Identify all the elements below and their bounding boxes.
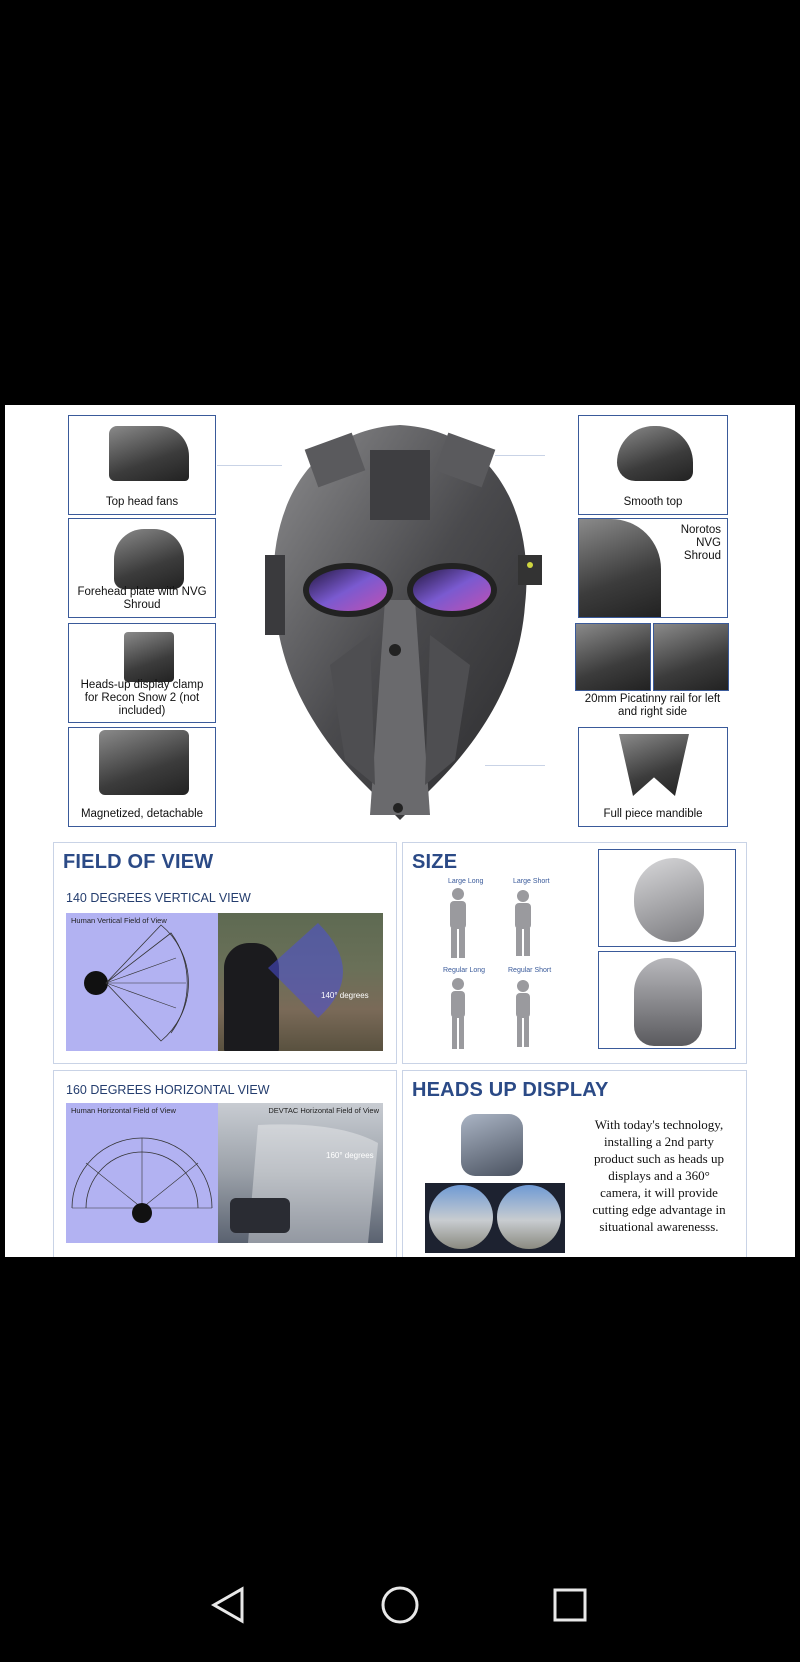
vertical-fov-chart: Human Vertical Field of View xyxy=(66,913,218,1051)
camera-360-image xyxy=(425,1183,565,1253)
part-box-mandible: Full piece mandible xyxy=(578,727,728,827)
magnetized-image xyxy=(99,730,189,795)
mandible-image xyxy=(619,734,689,796)
rail-left-image xyxy=(575,623,651,691)
part-caption: Top head fans xyxy=(105,496,179,508)
fov-horizontal-panel: 160 DEGREES HORIZONTAL VIEW Human Horizo… xyxy=(53,1070,397,1257)
size-label-regular-long: Regular Long xyxy=(443,967,486,974)
connector-line xyxy=(217,465,282,466)
triangle-back-icon xyxy=(210,1586,244,1624)
part-caption: Forehead plate with NVG Shroud xyxy=(77,586,207,611)
size-label-large-short: Large Short xyxy=(513,878,550,885)
vertical-fov-diagram xyxy=(84,924,189,1042)
recents-button[interactable] xyxy=(552,1585,588,1625)
body-size-figures xyxy=(450,888,531,1049)
part-box-top-head-fans: Top head fans xyxy=(68,415,216,515)
head-front-image xyxy=(598,951,736,1049)
part-box-magnetized: Magnetized, detachable xyxy=(68,727,216,827)
size-label-regular-short: Regular Short xyxy=(508,967,552,974)
smooth-top-image xyxy=(617,426,693,481)
hud-device-image xyxy=(461,1114,523,1176)
helmet-illustration xyxy=(265,425,542,820)
part-caption: Full piece mandible xyxy=(603,808,703,820)
size-label-large-long: Large Long xyxy=(448,878,484,885)
size-heading: SIZE xyxy=(412,851,458,873)
part-caption: Smooth top xyxy=(623,496,683,508)
horizontal-photo-label: 160° degrees xyxy=(326,1151,374,1160)
part-box-nvg-shroud: Norotos NVG Shroud xyxy=(578,518,728,618)
part-caption: Heads-up display clamp for Recon Snow 2 … xyxy=(80,679,204,717)
hud-heading: HEADS UP DISPLAY xyxy=(412,1079,609,1101)
circle-home-icon xyxy=(381,1586,419,1624)
fov-heading: FIELD OF VIEW xyxy=(63,851,214,873)
part-box-picatinny-rail: 20mm Picatinny rail for left and right s… xyxy=(575,623,730,727)
vertical-photo-label: 140° degrees xyxy=(321,991,369,1000)
home-button[interactable] xyxy=(380,1585,420,1625)
hud-clamp-image xyxy=(124,632,174,682)
forehead-plate-image xyxy=(114,529,184,589)
part-box-forehead-plate: Forehead plate with NVG Shroud xyxy=(68,518,216,618)
fov-vertical-subhead: 140 DEGREES VERTICAL VIEW xyxy=(66,891,251,905)
size-panel: SIZE Large Long Large Short Regular Long… xyxy=(402,842,747,1064)
rail-right-image xyxy=(653,623,729,691)
back-button[interactable] xyxy=(210,1585,246,1625)
part-box-hud-clamp: Heads-up display clamp for Recon Snow 2 … xyxy=(68,623,216,723)
head-side-image xyxy=(598,849,736,947)
nvg-shroud-image xyxy=(579,519,661,617)
horizontal-chart-title: Human Horizontal Field of View xyxy=(71,1106,176,1115)
part-box-smooth-top: Smooth top xyxy=(578,415,728,515)
helmet-infographic: Top head fans Forehead plate with NVG Sh… xyxy=(5,405,795,1257)
rifle-silhouette xyxy=(230,1198,290,1233)
hud-body-text: With today's technology, installing a 2n… xyxy=(592,1117,726,1234)
part-caption: 20mm Picatinny rail for left and right s… xyxy=(584,693,721,718)
soldier-silhouette xyxy=(224,943,279,1051)
horizontal-photo-title: DEVTAC Horizontal Field of View xyxy=(268,1106,379,1115)
head-side-shape xyxy=(634,858,704,942)
head-front-shape xyxy=(634,958,702,1046)
connector-line xyxy=(495,455,545,456)
vertical-fov-cone xyxy=(268,923,343,1018)
fov-horizontal-subhead: 160 DEGREES HORIZONTAL VIEW xyxy=(66,1083,270,1097)
top-head-fans-image xyxy=(109,426,189,481)
hud-panel: HEADS UP DISPLAY With today's technology… xyxy=(402,1070,747,1257)
fov-panel: FIELD OF VIEW 140 DEGREES VERTICAL VIEW … xyxy=(53,842,397,1064)
horizontal-fov-diagram xyxy=(71,1137,213,1223)
vertical-fov-photo: 140° degrees xyxy=(218,913,383,1051)
horizontal-fov-chart: Human Horizontal Field of View xyxy=(66,1103,218,1243)
part-caption: Magnetized, detachable xyxy=(80,808,204,820)
square-recents-icon xyxy=(553,1588,587,1622)
connector-line xyxy=(485,765,545,766)
horizontal-fov-photo: DEVTAC Horizontal Field of View 160° deg… xyxy=(218,1103,383,1243)
part-caption: Norotos NVG Shroud xyxy=(680,524,721,562)
vertical-chart-title: Human Vertical Field of View xyxy=(71,916,167,925)
